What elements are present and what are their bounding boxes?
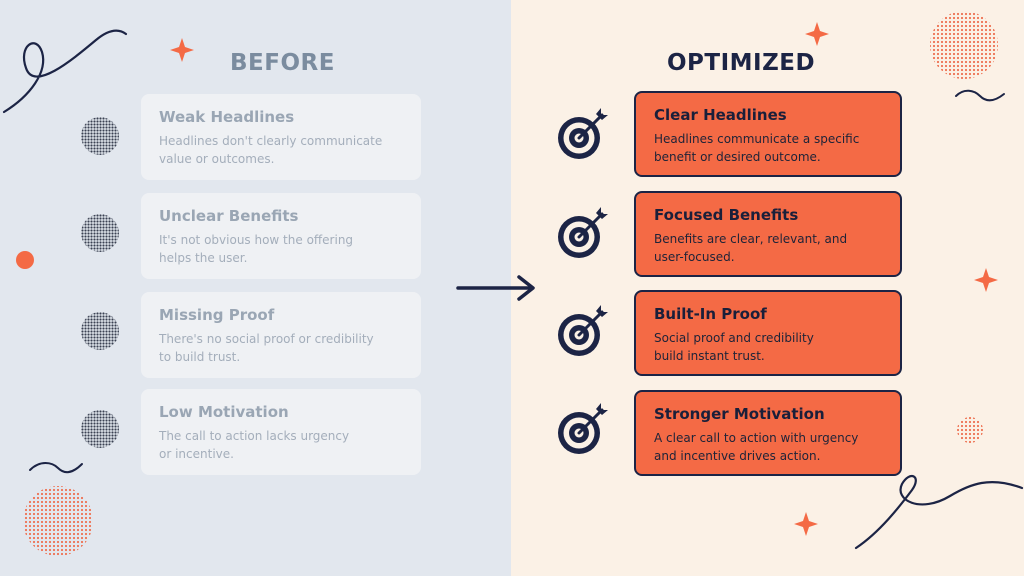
card-title: Missing Proof	[159, 306, 275, 324]
before-card-unclear-benefits: Unclear Benefits It's not obvious how th…	[141, 193, 421, 279]
card-title: Focused Benefits	[654, 206, 799, 224]
card-title: Weak Headlines	[159, 108, 295, 126]
card-title: Unclear Benefits	[159, 207, 299, 225]
dotted-circle-icon	[81, 410, 119, 448]
squiggle-bottom-right	[854, 474, 1024, 550]
wave-top-right	[955, 89, 1005, 102]
dotted-circle-icon	[81, 117, 119, 155]
sparkle-top-right	[805, 22, 829, 46]
optimized-heading: OPTIMIZED	[667, 50, 816, 76]
before-card-weak-headlines: Weak Headlines Headlines don't clearly c…	[141, 94, 421, 180]
card-title: Low Motivation	[159, 403, 289, 421]
target-arrow-icon	[555, 401, 611, 457]
card-title: Built-In Proof	[654, 305, 767, 323]
optimized-card-built-in-proof: Built-In Proof Social proof and credibil…	[634, 290, 902, 376]
before-card-low-motivation: Low Motivation The call to action lacks …	[141, 389, 421, 475]
dotted-circle-icon	[81, 214, 119, 252]
orange-dot-left	[16, 251, 34, 269]
card-title: Clear Headlines	[654, 106, 787, 124]
before-heading: BEFORE	[230, 50, 335, 76]
halftone-circle-bottom-left	[23, 486, 93, 556]
before-card-missing-proof: Missing Proof There's no social proof or…	[141, 292, 421, 378]
target-arrow-icon	[555, 106, 611, 162]
halftone-circle-top-right	[930, 11, 998, 79]
wave-bottom-left	[29, 462, 83, 474]
sparkle-bottom-right	[794, 512, 818, 536]
squiggle-top-left	[2, 29, 128, 114]
right-arrow-icon	[456, 275, 535, 301]
sparkle-top-left	[170, 38, 194, 62]
dotted-circle-icon	[81, 312, 119, 350]
target-arrow-icon	[555, 205, 611, 261]
optimized-card-clear-headlines: Clear Headlines Headlines communicate a …	[634, 91, 902, 177]
halftone-dot-right	[957, 417, 983, 443]
sparkle-mid-right	[974, 268, 998, 292]
optimized-card-focused-benefits: Focused Benefits Benefits are clear, rel…	[634, 191, 902, 277]
optimized-card-stronger-motivation: Stronger Motivation A clear call to acti…	[634, 390, 902, 476]
card-title: Stronger Motivation	[654, 405, 825, 423]
target-arrow-icon	[555, 303, 611, 359]
